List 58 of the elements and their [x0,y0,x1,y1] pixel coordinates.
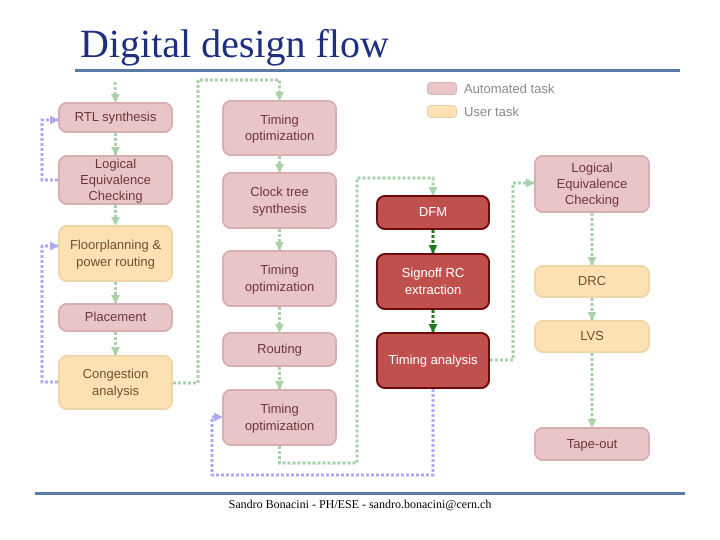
arrow [110,82,120,103]
slide-title: Digital design flow [80,20,389,68]
task-box [376,253,490,310]
arrow [40,116,59,182]
task-label: Timing optimization [244,262,316,295]
arrow [428,310,438,333]
task-label: DRC [578,273,606,290]
task-box [58,155,173,205]
task-label: LVS [580,328,604,345]
task-box [58,102,173,133]
task-box [222,332,337,367]
task-label: Floorplanning & power routing [68,237,162,270]
arrow [275,307,284,333]
arrow [111,133,120,156]
arrow [275,156,284,173]
arrow [588,298,596,321]
task-box [534,155,650,213]
task-box [222,250,337,307]
legend-label: User task [464,104,519,119]
task-box [222,100,337,156]
task-box [222,172,337,229]
task-box [534,265,650,298]
arrow [428,230,438,254]
legend-label: Automated task [464,81,554,96]
arrow [40,242,59,384]
task-label: RTL synthesis [74,109,156,126]
task-box [376,195,490,230]
arrow [173,78,284,384]
task-label: Logical Equivalence Checking [79,156,152,204]
task-label: Timing analysis [388,352,478,369]
task-box [222,389,337,446]
task-label: Placement [84,309,146,326]
task-label: Clock tree synthesis [249,184,310,217]
task-box [534,427,650,461]
task-box [58,303,173,332]
arrow [588,213,596,266]
task-label: Signoff RC extraction [400,265,466,298]
task-box [58,355,173,410]
task-box [376,332,490,389]
arrow [275,367,284,390]
task-label: Timing optimization [244,401,316,434]
task-label: Routing [257,341,302,358]
arrow [490,178,535,362]
arrow [210,389,434,476]
arrow [111,205,120,226]
arrow [111,282,120,304]
task-box [58,225,173,282]
task-box [534,320,650,353]
task-label: Timing optimization [244,112,316,144]
arrow [275,229,284,251]
footer-text: Sandro Bonacini - PH/ESE - sandro.bonacini@cern.ch [228,497,492,511]
task-label: Logical Equivalence Checking [556,160,628,208]
arrow [278,176,438,464]
task-label: Congestion analysis [82,366,150,399]
task-label: DFM [418,204,448,221]
arrow [588,353,596,428]
arrow [111,332,120,356]
task-label: Tape-out [566,436,618,452]
